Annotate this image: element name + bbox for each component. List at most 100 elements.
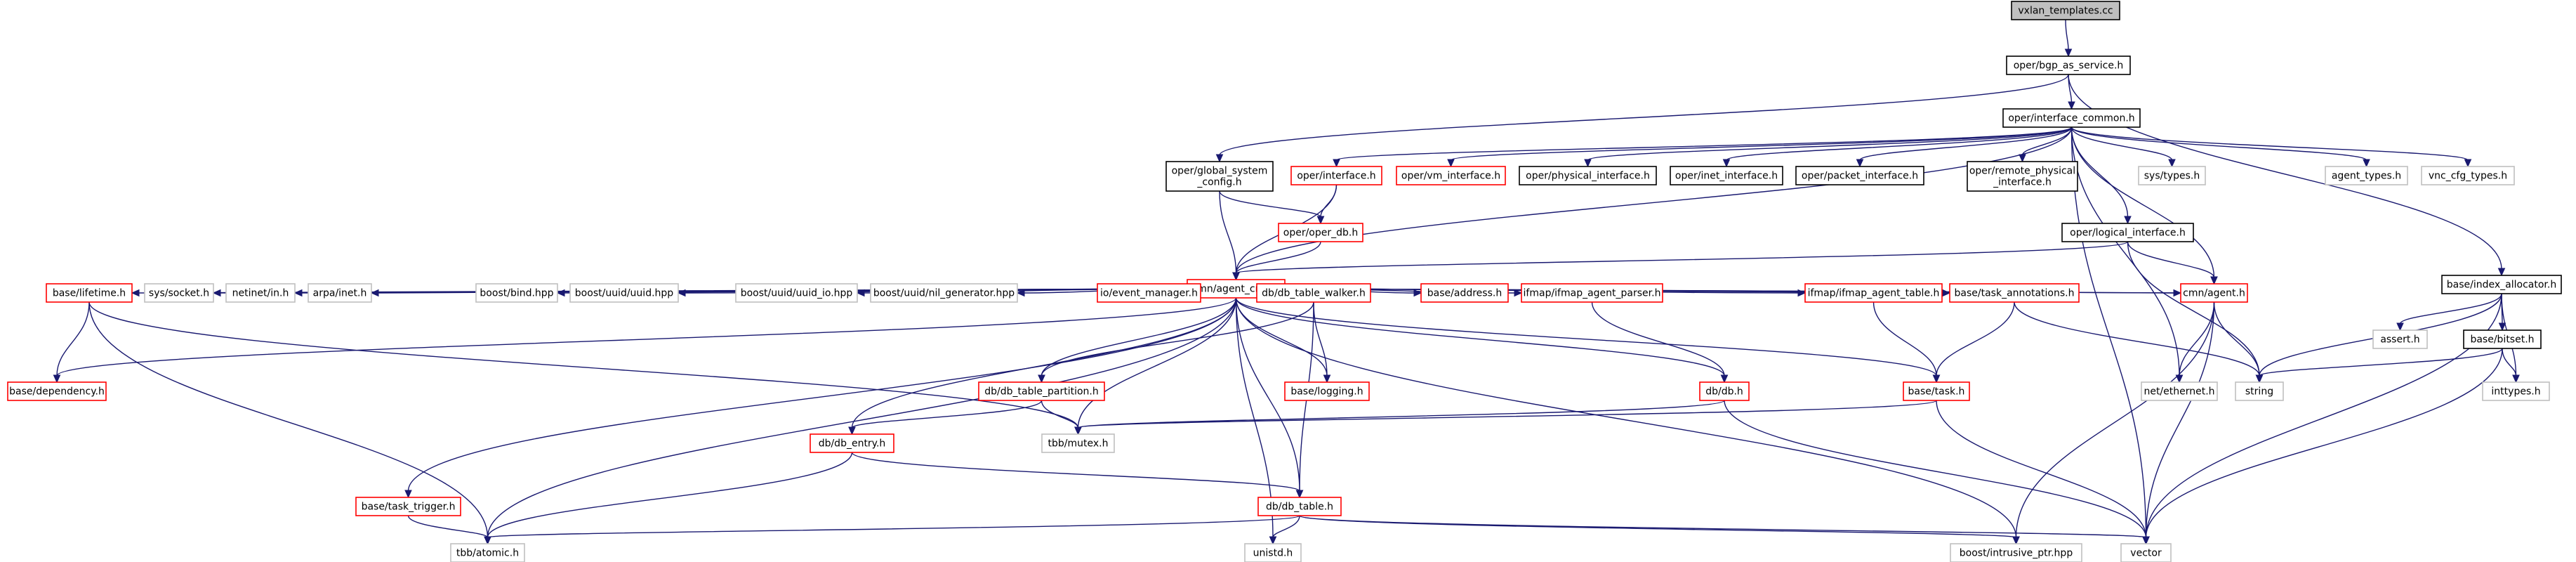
node-label: oper/remote_physical [1969, 166, 2075, 177]
edge-line [2145, 348, 2503, 538]
nodes-layer: vxlan_templates.cc oper/bgp_as_service.ho… [7, 1, 2562, 562]
arrowhead [2012, 536, 2020, 545]
edge-line [487, 515, 1300, 538]
node-box [810, 433, 894, 453]
node-db-db-table-walker-h[interactable]: db/db_table_walker.h [1256, 283, 1371, 303]
node-label: base/address.h [1427, 288, 1502, 299]
node-db-db-entry-h[interactable]: db/db_entry.h [810, 433, 894, 453]
node-box [2482, 381, 2550, 401]
node-label: tbb/atomic.h [456, 548, 519, 559]
edge-cmn-agent-cmn-h-to-base-task-h [1235, 297, 1941, 384]
node-box [1949, 283, 2080, 303]
node-base-task-h[interactable]: base/task.h [1903, 381, 1970, 401]
node-label: _interface.h [1993, 177, 2052, 188]
arrowhead [293, 289, 303, 297]
node-box [1699, 381, 1750, 401]
node-oper-oper-db-h[interactable]: oper/oper_db.h [1278, 223, 1363, 242]
edge-line [1219, 190, 1321, 218]
node-label: oper/inet_interface.h [1675, 171, 1778, 182]
node-box [1903, 381, 1970, 401]
edge-line [1726, 126, 2073, 161]
arrowhead [2064, 48, 2073, 58]
edge-line [1235, 297, 1725, 377]
edge-line [2127, 241, 2215, 278]
node-label: oper/bgp_as_service.h [2014, 60, 2124, 72]
node-db-db-h[interactable]: db/db.h [1699, 381, 1750, 401]
node-base-bitset-h[interactable]: base/bitset.h [2463, 329, 2542, 349]
arrowhead [1295, 490, 1304, 499]
node-box [1165, 161, 1274, 192]
node-oper-global-system-config-h[interactable]: oper/global_system_config.h [1165, 161, 1274, 192]
node-base-task-annotations-h[interactable]: base/task_annotations.h [1949, 283, 2080, 303]
node-oper-interface-h[interactable]: oper/interface.h [1290, 166, 1382, 185]
edge-vxlan-templates-cc-to-oper-bgp-as-service-h [2064, 19, 2073, 58]
edge-base-task-annotations-h-to-string [2014, 301, 2264, 384]
node-vxlan-templates-cc[interactable]: vxlan_templates.cc [2011, 1, 2120, 20]
node-db-db-table-h[interactable]: db/db_table.h [1257, 497, 1342, 516]
edge-line [1235, 241, 2129, 274]
edge-base-index-allocator-h-to-vector [2142, 293, 2502, 545]
node-base-address-h[interactable]: base/address.h [1420, 283, 1509, 303]
node-base-lifetime-h[interactable]: base/lifetime.h [46, 283, 133, 303]
edge-oper-interface-common-h-to-oper-packet-interface-h [1856, 126, 2073, 168]
node-ifmap-ifmap-agent-table-h[interactable]: ifmap/ifmap_agent_table.h [1804, 283, 1943, 303]
node-label: ifmap/ifmap_agent_table.h [1808, 288, 1940, 299]
edge-base-index-allocator-h-to-assert-h [2396, 293, 2502, 332]
edge-line [1077, 400, 1937, 429]
node-db-db-table-partition-h[interactable]: db/db_table_partition.h [978, 381, 1105, 401]
node-label: boost/bind.hpp [480, 288, 553, 299]
node-oper-bgp-as-service-h[interactable]: oper/bgp_as_service.h [2006, 55, 2131, 75]
edge-base-bitset-h-to-string [2255, 348, 2503, 384]
node-ifmap-ifmap-agent-parser-h[interactable]: ifmap/ifmap_agent_parser.h [1521, 283, 1663, 303]
node-oper-inet-interface-h[interactable]: oper/inet_interface.h [1670, 166, 1783, 185]
edge-db-db-table-partition-h-to-db-db-entry-h [848, 400, 1043, 436]
edge-line [1299, 515, 2147, 538]
node-base-index-allocator-h[interactable]: base/index_allocator.h [2441, 275, 2562, 294]
node-label: db/db_entry.h [819, 438, 886, 450]
node-label: string [2245, 386, 2273, 398]
arrowhead [212, 289, 221, 297]
edge-line [88, 301, 1079, 429]
node-io-event-manager-h[interactable]: io/event_manager.h [1097, 283, 1201, 303]
edge-line [407, 297, 1237, 492]
edge-cmn-agent-cmn-h-to-base-dependency-h [53, 297, 1237, 384]
node-tbb-atomic-h: tbb/atomic.h [450, 543, 525, 562]
node-oper-packet-interface-h[interactable]: oper/packet_interface.h [1795, 166, 1924, 185]
arrowhead [1038, 374, 1045, 384]
arrowhead [856, 289, 865, 297]
edge-line [1936, 400, 2147, 538]
node-label: ifmap/ifmap_agent_parser.h [1524, 288, 1661, 299]
arrowhead [1316, 216, 1325, 225]
edge-oper-interface-common-h-to-vnc-cfg-types-h [2070, 126, 2472, 168]
edge-db-db-table-h-to-tbb-atomic-h [484, 515, 1300, 545]
arrowhead [1856, 159, 1864, 168]
node-box [978, 381, 1105, 401]
node-base-dependency-h[interactable]: base/dependency.h [7, 381, 107, 401]
node-oper-interface-common-h[interactable]: oper/interface_common.h [2002, 108, 2141, 128]
node-box [1244, 543, 1302, 562]
node-oper-remote-physical-interface-h[interactable]: oper/remote_physical_interface.h [1967, 161, 2078, 192]
edge-cmn-agent-h-to-net-ethernet-h [2175, 301, 2215, 384]
arrowhead [1942, 289, 1951, 297]
node-label: boost/uuid/nil_generator.hpp [873, 288, 1015, 299]
edge-line [2399, 293, 2502, 325]
node-oper-physical-interface-h[interactable]: oper/physical_interface.h [1519, 166, 1657, 185]
node-box [1420, 283, 1509, 303]
edge-oper-interface-common-h-to-oper-vm-interface-h [1447, 126, 2073, 168]
node-oper-logical-interface-h[interactable]: oper/logical_interface.h [2061, 223, 2194, 242]
node-box [1257, 497, 1342, 516]
edge-oper-interface-common-h-to-agent-types-h [2070, 126, 2370, 168]
node-cmn-agent-h[interactable]: cmn/agent.h [2180, 283, 2248, 303]
edge-line [2145, 301, 2215, 538]
edge-oper-interface-common-h-to-oper-physical-interface-h [1584, 126, 2073, 168]
node-oper-vm-interface-h[interactable]: oper/vm_interface.h [1396, 166, 1506, 185]
node-arpa-inet-h: arpa/inet.h [308, 283, 372, 303]
edge-base-task-h-to-tbb-mutex-h [1074, 400, 1937, 436]
node-base-task-trigger-h[interactable]: base/task_trigger.h [355, 497, 461, 516]
node-box [2421, 166, 2515, 185]
node-box [1097, 283, 1201, 303]
node-base-logging-h[interactable]: base/logging.h [1284, 381, 1370, 401]
edge-base-bitset-h-to-inttypes-h [2502, 348, 2520, 384]
arrowhead [2464, 159, 2472, 168]
node-label: _config.h [1196, 177, 1241, 188]
